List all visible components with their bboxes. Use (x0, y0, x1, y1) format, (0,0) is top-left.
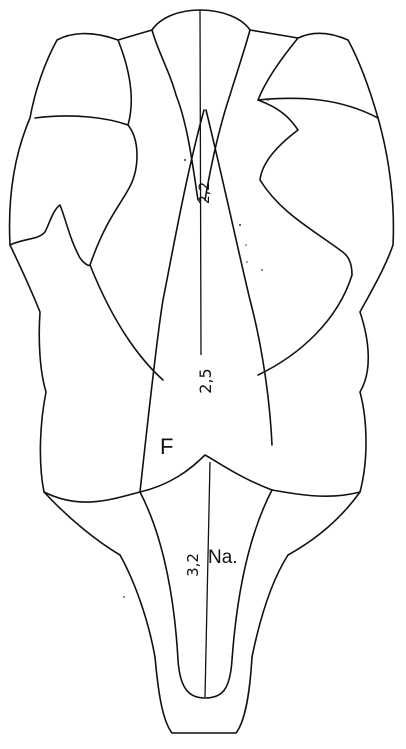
frontal-band-right (205, 30, 250, 200)
frontal-v-right (206, 110, 272, 445)
measurement-middle: 2,5 (196, 368, 215, 393)
speck (184, 159, 186, 161)
orbit-left-rim (90, 125, 137, 265)
speck (246, 261, 248, 263)
frontonasal-suture (140, 455, 272, 492)
temporal-arc-left (90, 265, 163, 380)
orbit-left-boundary (35, 40, 131, 125)
speck (239, 224, 241, 226)
speck (245, 244, 247, 246)
frontal-band-left (152, 30, 198, 200)
suture-lower-left (44, 492, 140, 502)
measurement-lower: 3,2 (184, 553, 202, 577)
frontal-label: F (160, 434, 173, 459)
measurement-upper: 2,2 (197, 182, 213, 204)
orbit-right-rim (258, 100, 340, 250)
speck (261, 269, 263, 271)
nasal-label: Na. (208, 547, 238, 568)
temporal-arc-right (258, 275, 352, 375)
midline-suture (200, 10, 210, 697)
suture-lower-right (272, 490, 360, 496)
speck (267, 99, 269, 101)
speck (123, 596, 125, 598)
zygomatic-notch-right (340, 250, 352, 275)
orbit-right-boundary (258, 38, 378, 118)
zygomatic-notch-left (10, 205, 90, 265)
